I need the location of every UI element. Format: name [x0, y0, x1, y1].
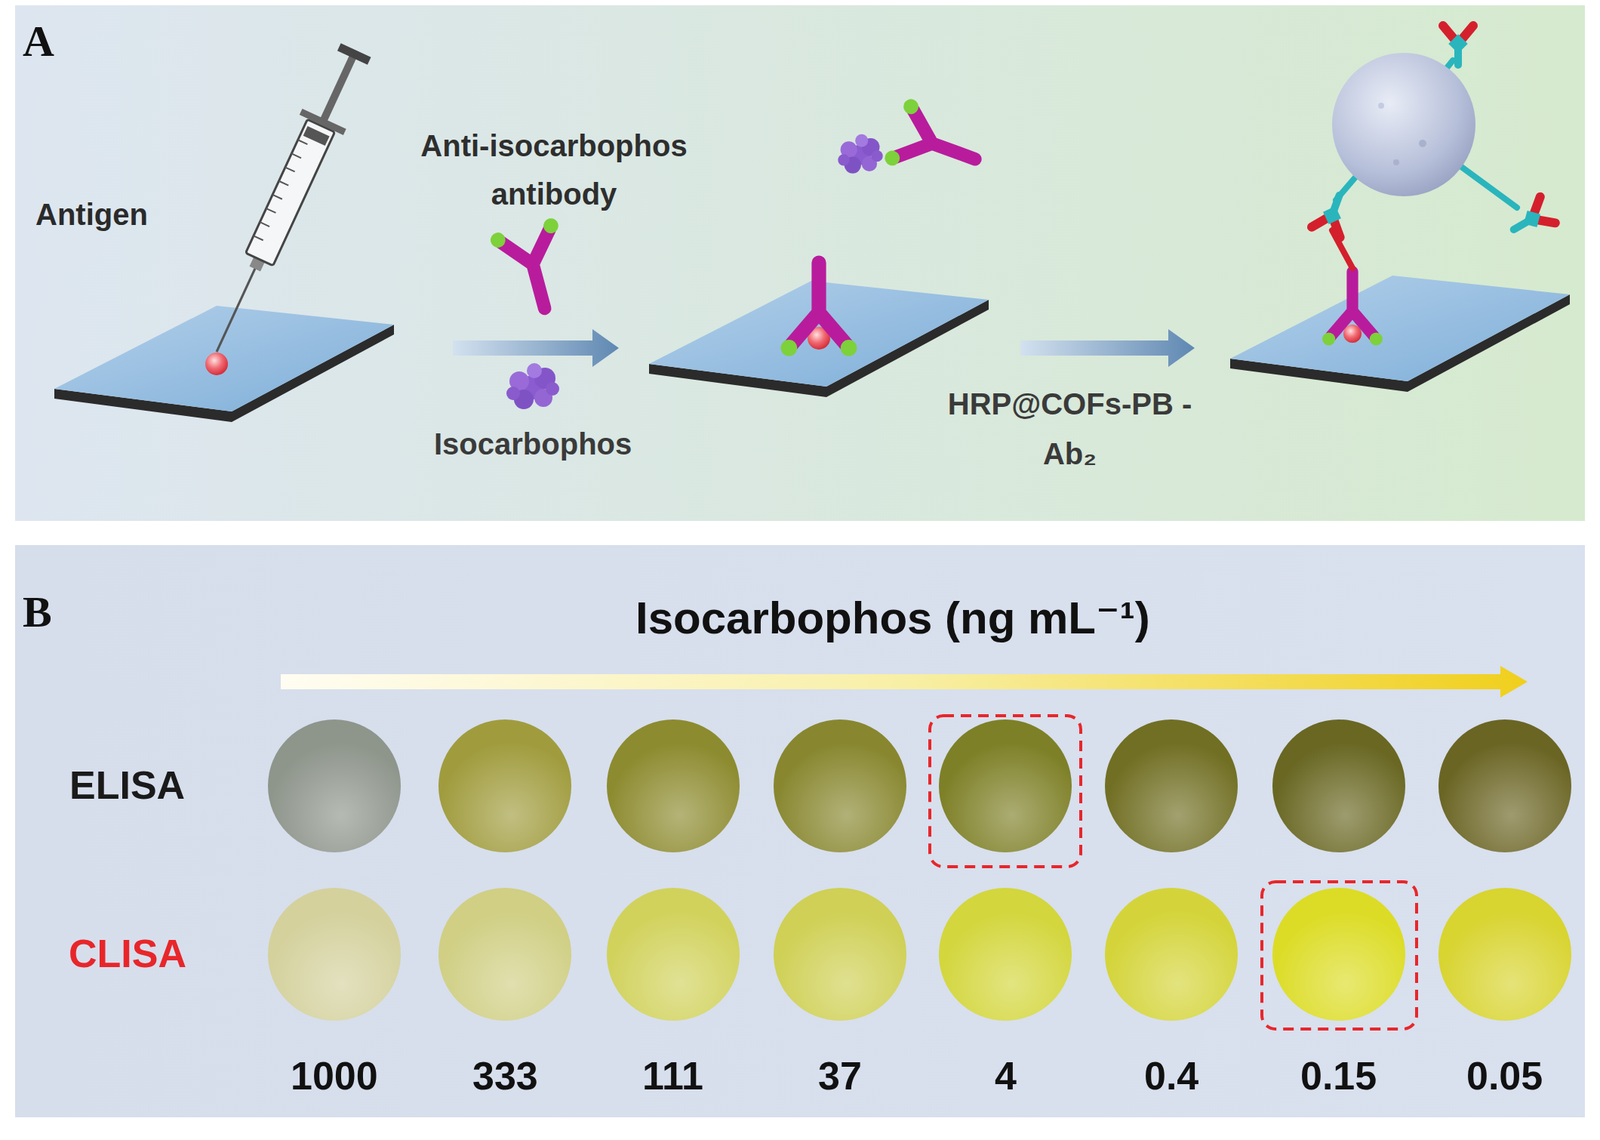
panel-label: A: [22, 16, 55, 68]
syringe-stopper: [303, 126, 330, 146]
secondary-antibody: [1443, 25, 1474, 65]
syringe-flange: [299, 108, 347, 136]
component-label: HRP@COFs-PB -Ab₂: [939, 378, 1200, 479]
concentration-value: 0.4: [1144, 1053, 1199, 1099]
well-shine: [1272, 887, 1406, 1021]
well-shine: [1104, 719, 1238, 853]
panel-b-ground: [15, 544, 1585, 1117]
well: [438, 719, 572, 853]
well: [267, 719, 401, 853]
component-label: Antigen: [35, 196, 148, 232]
well: [438, 887, 572, 1021]
concentration-value: 1000: [290, 1053, 379, 1099]
well: [1438, 719, 1572, 853]
process-arrow: [452, 329, 619, 367]
well-shine: [773, 719, 907, 853]
syringe-barrel: [245, 119, 335, 266]
syringe-thumb: [337, 43, 372, 65]
component-label: Anti-isocarbophos antibody: [376, 121, 732, 219]
well-shine: [606, 719, 740, 853]
antigen-dot: [1343, 324, 1362, 343]
well: [606, 719, 740, 853]
well: [1438, 887, 1572, 1021]
process-arrow: [1020, 329, 1195, 367]
well-shine: [1104, 887, 1238, 1021]
concentration-value: 0.05: [1466, 1053, 1543, 1099]
well-shine: [938, 887, 1072, 1021]
detection-limit-box: [929, 715, 1081, 867]
component-label: Isocarbophos: [433, 426, 632, 462]
syringe-ticks: [253, 139, 308, 240]
concentration-value: 111: [642, 1053, 704, 1099]
detection-limit-box: [1261, 881, 1417, 1029]
secondary-antibody: [1311, 190, 1354, 238]
cof-nanosphere: [1332, 52, 1476, 197]
well: [267, 887, 401, 1021]
well-shine: [1438, 887, 1572, 1021]
axis-title: Isocarbophos (ng mL⁻¹): [635, 591, 1151, 644]
bound-antibody: [781, 262, 858, 357]
concentration-value: 37: [818, 1053, 862, 1099]
well-shine: [606, 887, 740, 1021]
row-label: CLISA: [68, 931, 187, 977]
well: [773, 719, 907, 853]
free-antibody: [883, 97, 988, 193]
well: [938, 887, 1072, 1021]
concentration-value: 333: [472, 1053, 539, 1099]
sphere-texture: [1378, 102, 1385, 109]
sphere-texture: [1393, 159, 1400, 166]
row-label: ELISA: [69, 763, 185, 809]
well-shine: [1272, 719, 1406, 853]
well-shine: [438, 887, 572, 1021]
sphere-texture: [1418, 139, 1427, 148]
well: [773, 887, 907, 1021]
panel-label: B: [22, 587, 53, 638]
well-shine: [773, 887, 907, 1021]
well: [1272, 887, 1406, 1021]
well: [1104, 887, 1238, 1021]
well-shine: [267, 719, 1572, 1021]
isocarbophos-molecule: [506, 363, 560, 410]
well: [1104, 719, 1238, 853]
well-shine: [438, 719, 572, 853]
antigen-dot: [205, 352, 228, 376]
concentration-value: 0.15: [1300, 1053, 1377, 1099]
well: [938, 719, 1072, 853]
well: [606, 887, 740, 1021]
well-shine: [1438, 719, 1572, 853]
well-shine: [938, 719, 1072, 853]
bound-antibody: [1322, 271, 1383, 346]
well: [1272, 719, 1406, 853]
link: [1460, 166, 1517, 208]
concentration-arrow: [280, 665, 1528, 698]
concentration-value: 4: [994, 1053, 1017, 1099]
plate: [1230, 275, 1570, 392]
syringe-rod: [320, 55, 357, 123]
antibody: [489, 216, 579, 317]
syringe: [194, 40, 379, 362]
plate: [54, 305, 394, 422]
isocarbophos-molecule: [837, 134, 884, 174]
needle: [216, 267, 256, 352]
secondary-antibody: [1506, 196, 1556, 244]
panel-a-ground: [15, 5, 1585, 521]
well-shine: [267, 719, 401, 853]
well-shine: [267, 887, 401, 1021]
